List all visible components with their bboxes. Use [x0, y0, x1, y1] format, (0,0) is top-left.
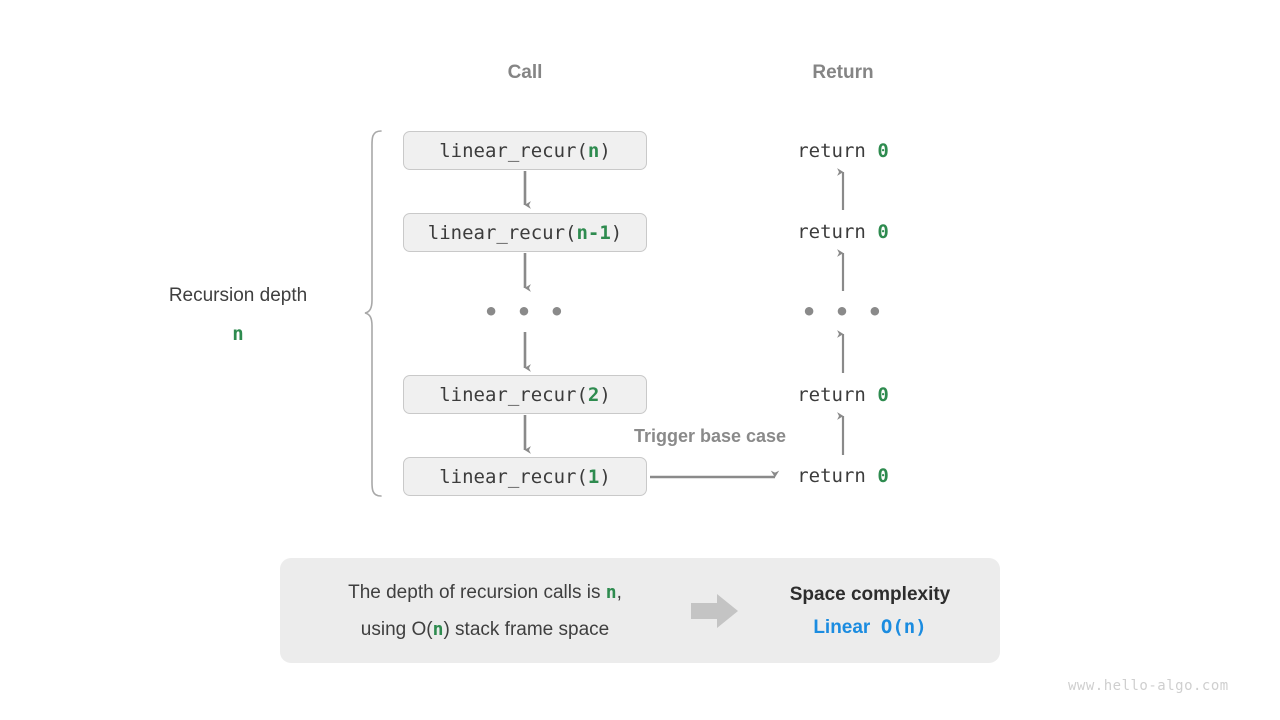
watermark: www.hello-algo.com	[1068, 678, 1229, 694]
summary-verdict: Space complexity Linear O(n)	[750, 578, 990, 644]
column-header-call: Call	[507, 62, 543, 83]
call-frame-text: linear_recur(2)	[439, 383, 611, 406]
call-frame-box[interactable]: linear_recur(1)	[403, 457, 647, 496]
return-statement: return 0	[797, 465, 889, 487]
return-statement: return 0	[797, 140, 889, 162]
recursion-depth-brace	[364, 130, 382, 497]
call-frame-box[interactable]: linear_recur(2)	[403, 375, 647, 414]
recursion-depth-value: n	[232, 323, 244, 345]
base-case-note: Trigger base case	[633, 426, 787, 446]
summary-line-2: using O(n) stack frame space	[360, 618, 610, 640]
call-frame-box[interactable]: linear_recur(n-1)	[403, 213, 647, 252]
right-arrow-icon	[691, 593, 738, 628]
return-ellipsis: • • •	[801, 298, 885, 326]
return-statement: return 0	[797, 221, 889, 243]
summary-line-1: The depth of recursion calls is n,	[348, 581, 622, 603]
summary-verdict-value: Linear O(n)	[813, 615, 927, 638]
call-frame-text: linear_recur(1)	[439, 465, 611, 488]
recursion-depth-label: Recursion depth	[168, 285, 308, 306]
return-statement: return 0	[797, 384, 889, 406]
call-frame-box[interactable]: linear_recur(n)	[403, 131, 647, 170]
summary-description: The depth of recursion calls is n, using…	[290, 574, 680, 648]
summary-panel: The depth of recursion calls is n, using…	[280, 558, 1000, 663]
summary-verdict-title: Space complexity	[789, 583, 951, 605]
summary-arrow-wrap	[680, 593, 750, 628]
call-frame-text: linear_recur(n)	[439, 139, 611, 162]
column-header-return: Return	[812, 62, 874, 83]
call-ellipsis: • • •	[483, 298, 567, 326]
call-frame-text: linear_recur(n-1)	[427, 221, 623, 244]
